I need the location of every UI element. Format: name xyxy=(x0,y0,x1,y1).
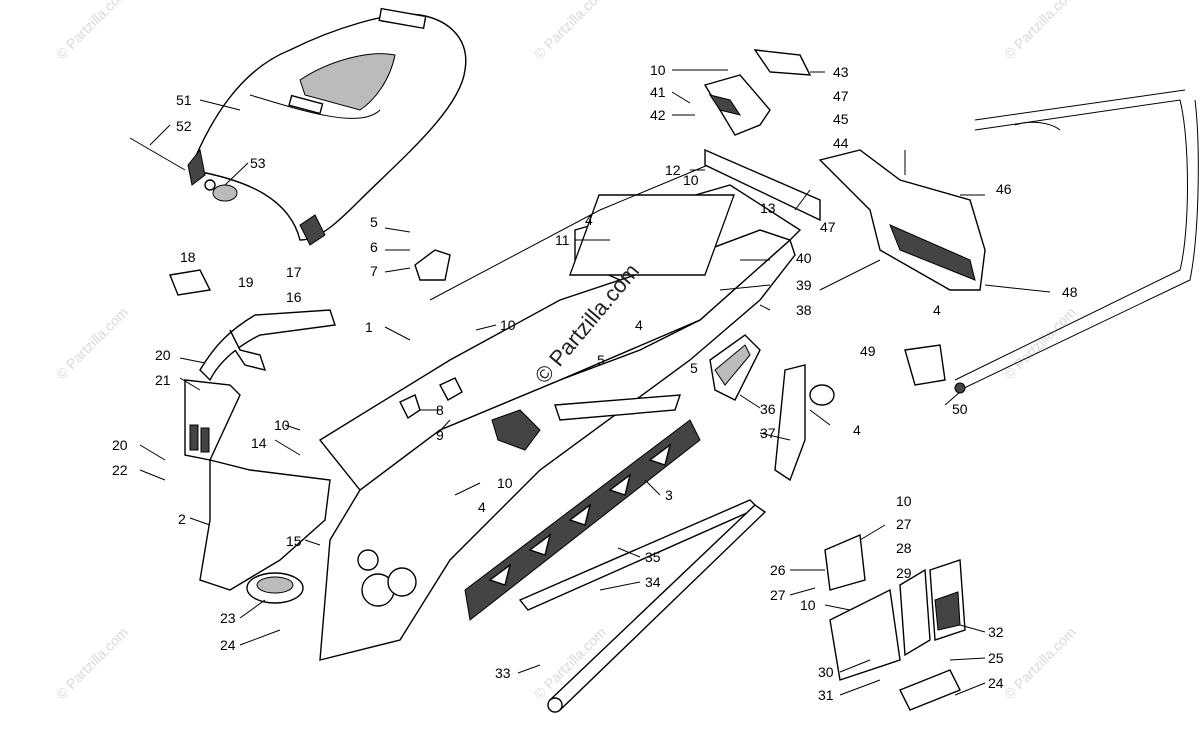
part-label: 20 xyxy=(112,437,128,453)
part-label: 47 xyxy=(820,219,836,235)
part-label: 37 xyxy=(760,425,776,441)
part-label: 7 xyxy=(370,263,378,279)
part-label: 5 xyxy=(690,360,698,376)
part-label: 41 xyxy=(650,84,666,100)
part-label: 6 xyxy=(370,239,378,255)
part-label: 4 xyxy=(853,422,861,438)
part-label: 24 xyxy=(220,637,236,653)
part-label: 18 xyxy=(180,249,196,265)
part-label: 25 xyxy=(988,650,1004,666)
part-label: 4 xyxy=(635,317,643,333)
part-label: 10 xyxy=(497,475,513,491)
part-label: 16 xyxy=(286,289,302,305)
part-label: 48 xyxy=(1062,284,1078,300)
watermark: © Partzilla.com xyxy=(53,624,131,702)
watermark: © Partzilla.com xyxy=(1001,304,1079,382)
part-label: 4 xyxy=(585,212,593,228)
part-label: 39 xyxy=(796,277,812,293)
leader-lines xyxy=(139,69,1051,696)
part-label: 3 xyxy=(665,487,673,503)
part-label: 29 xyxy=(896,565,912,581)
part-label: 36 xyxy=(760,401,776,417)
part-label: 51 xyxy=(176,92,192,108)
part-label: 38 xyxy=(796,302,812,318)
part-labels: 51 52 53 10 41 42 43 47 45 44 46 12 10 1… xyxy=(112,62,1078,703)
part-label: 26 xyxy=(770,562,786,578)
part-label: 40 xyxy=(796,250,812,266)
part-label: 23 xyxy=(220,610,236,626)
part-label: 10 xyxy=(500,317,516,333)
part-label: 32 xyxy=(988,624,1004,640)
part-label: 33 xyxy=(495,665,511,681)
part-label: 43 xyxy=(833,64,849,80)
part-label: 9 xyxy=(436,427,444,443)
part-label: 35 xyxy=(645,549,661,565)
part-label: 30 xyxy=(818,664,834,680)
part-label: 28 xyxy=(896,540,912,556)
part-label: 5 xyxy=(597,352,605,368)
part-label: 2 xyxy=(178,511,186,527)
part-label: 11 xyxy=(555,232,570,248)
part-label: 1 xyxy=(365,319,373,335)
right-side-panels xyxy=(709,334,966,711)
part-label: 17 xyxy=(286,264,302,280)
part-label: 10 xyxy=(650,62,666,78)
watermark: © Partzilla.com xyxy=(1001,624,1079,702)
part-label: 47 xyxy=(833,88,849,104)
part-label: 45 xyxy=(833,111,849,127)
rear-bumper-left-parts xyxy=(169,269,336,604)
part-label: 4 xyxy=(478,499,486,515)
watermark: © Partzilla.com xyxy=(1001,0,1079,62)
part-label: 21 xyxy=(155,372,171,388)
part-label: 34 xyxy=(645,574,661,590)
part-label: 14 xyxy=(251,435,267,451)
part-label: 44 xyxy=(833,135,849,151)
part-label: 10 xyxy=(800,597,816,613)
part-label: 52 xyxy=(176,118,192,134)
part-label: 50 xyxy=(952,401,968,417)
part-label: 22 xyxy=(112,462,128,478)
part-label: 24 xyxy=(988,675,1004,691)
part-label: 53 xyxy=(250,155,266,171)
part-label: 12 xyxy=(665,162,681,178)
rail-rods xyxy=(518,499,767,713)
part-label: 42 xyxy=(650,107,666,123)
watermark: © Partzilla.com xyxy=(53,304,131,382)
part-label: 10 xyxy=(274,417,290,433)
part-label: 31 xyxy=(818,687,834,703)
part-label: 46 xyxy=(996,181,1012,197)
part-label: 20 xyxy=(155,347,171,363)
part-label: 27 xyxy=(770,587,786,603)
hitch-brackets xyxy=(399,249,541,451)
part-label: 49 xyxy=(860,343,876,359)
tunnel-frame-part xyxy=(318,159,802,661)
watermark: © Partzilla.com xyxy=(53,0,131,62)
part-label: 5 xyxy=(370,214,378,230)
part-label: 27 xyxy=(896,516,912,532)
part-label: 10 xyxy=(896,493,912,509)
watermark: © Partzilla.com xyxy=(531,0,609,62)
part-label: 13 xyxy=(760,200,776,216)
top-brackets xyxy=(703,49,821,222)
part-label: 15 xyxy=(286,533,302,549)
seat-hardware xyxy=(129,137,238,202)
snow-flap-and-rear-bumper xyxy=(818,89,1199,394)
part-label: 10 xyxy=(683,172,699,188)
part-label: 8 xyxy=(436,402,444,418)
seat-part xyxy=(187,7,467,246)
part-label: 19 xyxy=(238,274,254,290)
part-label: 4 xyxy=(933,302,941,318)
